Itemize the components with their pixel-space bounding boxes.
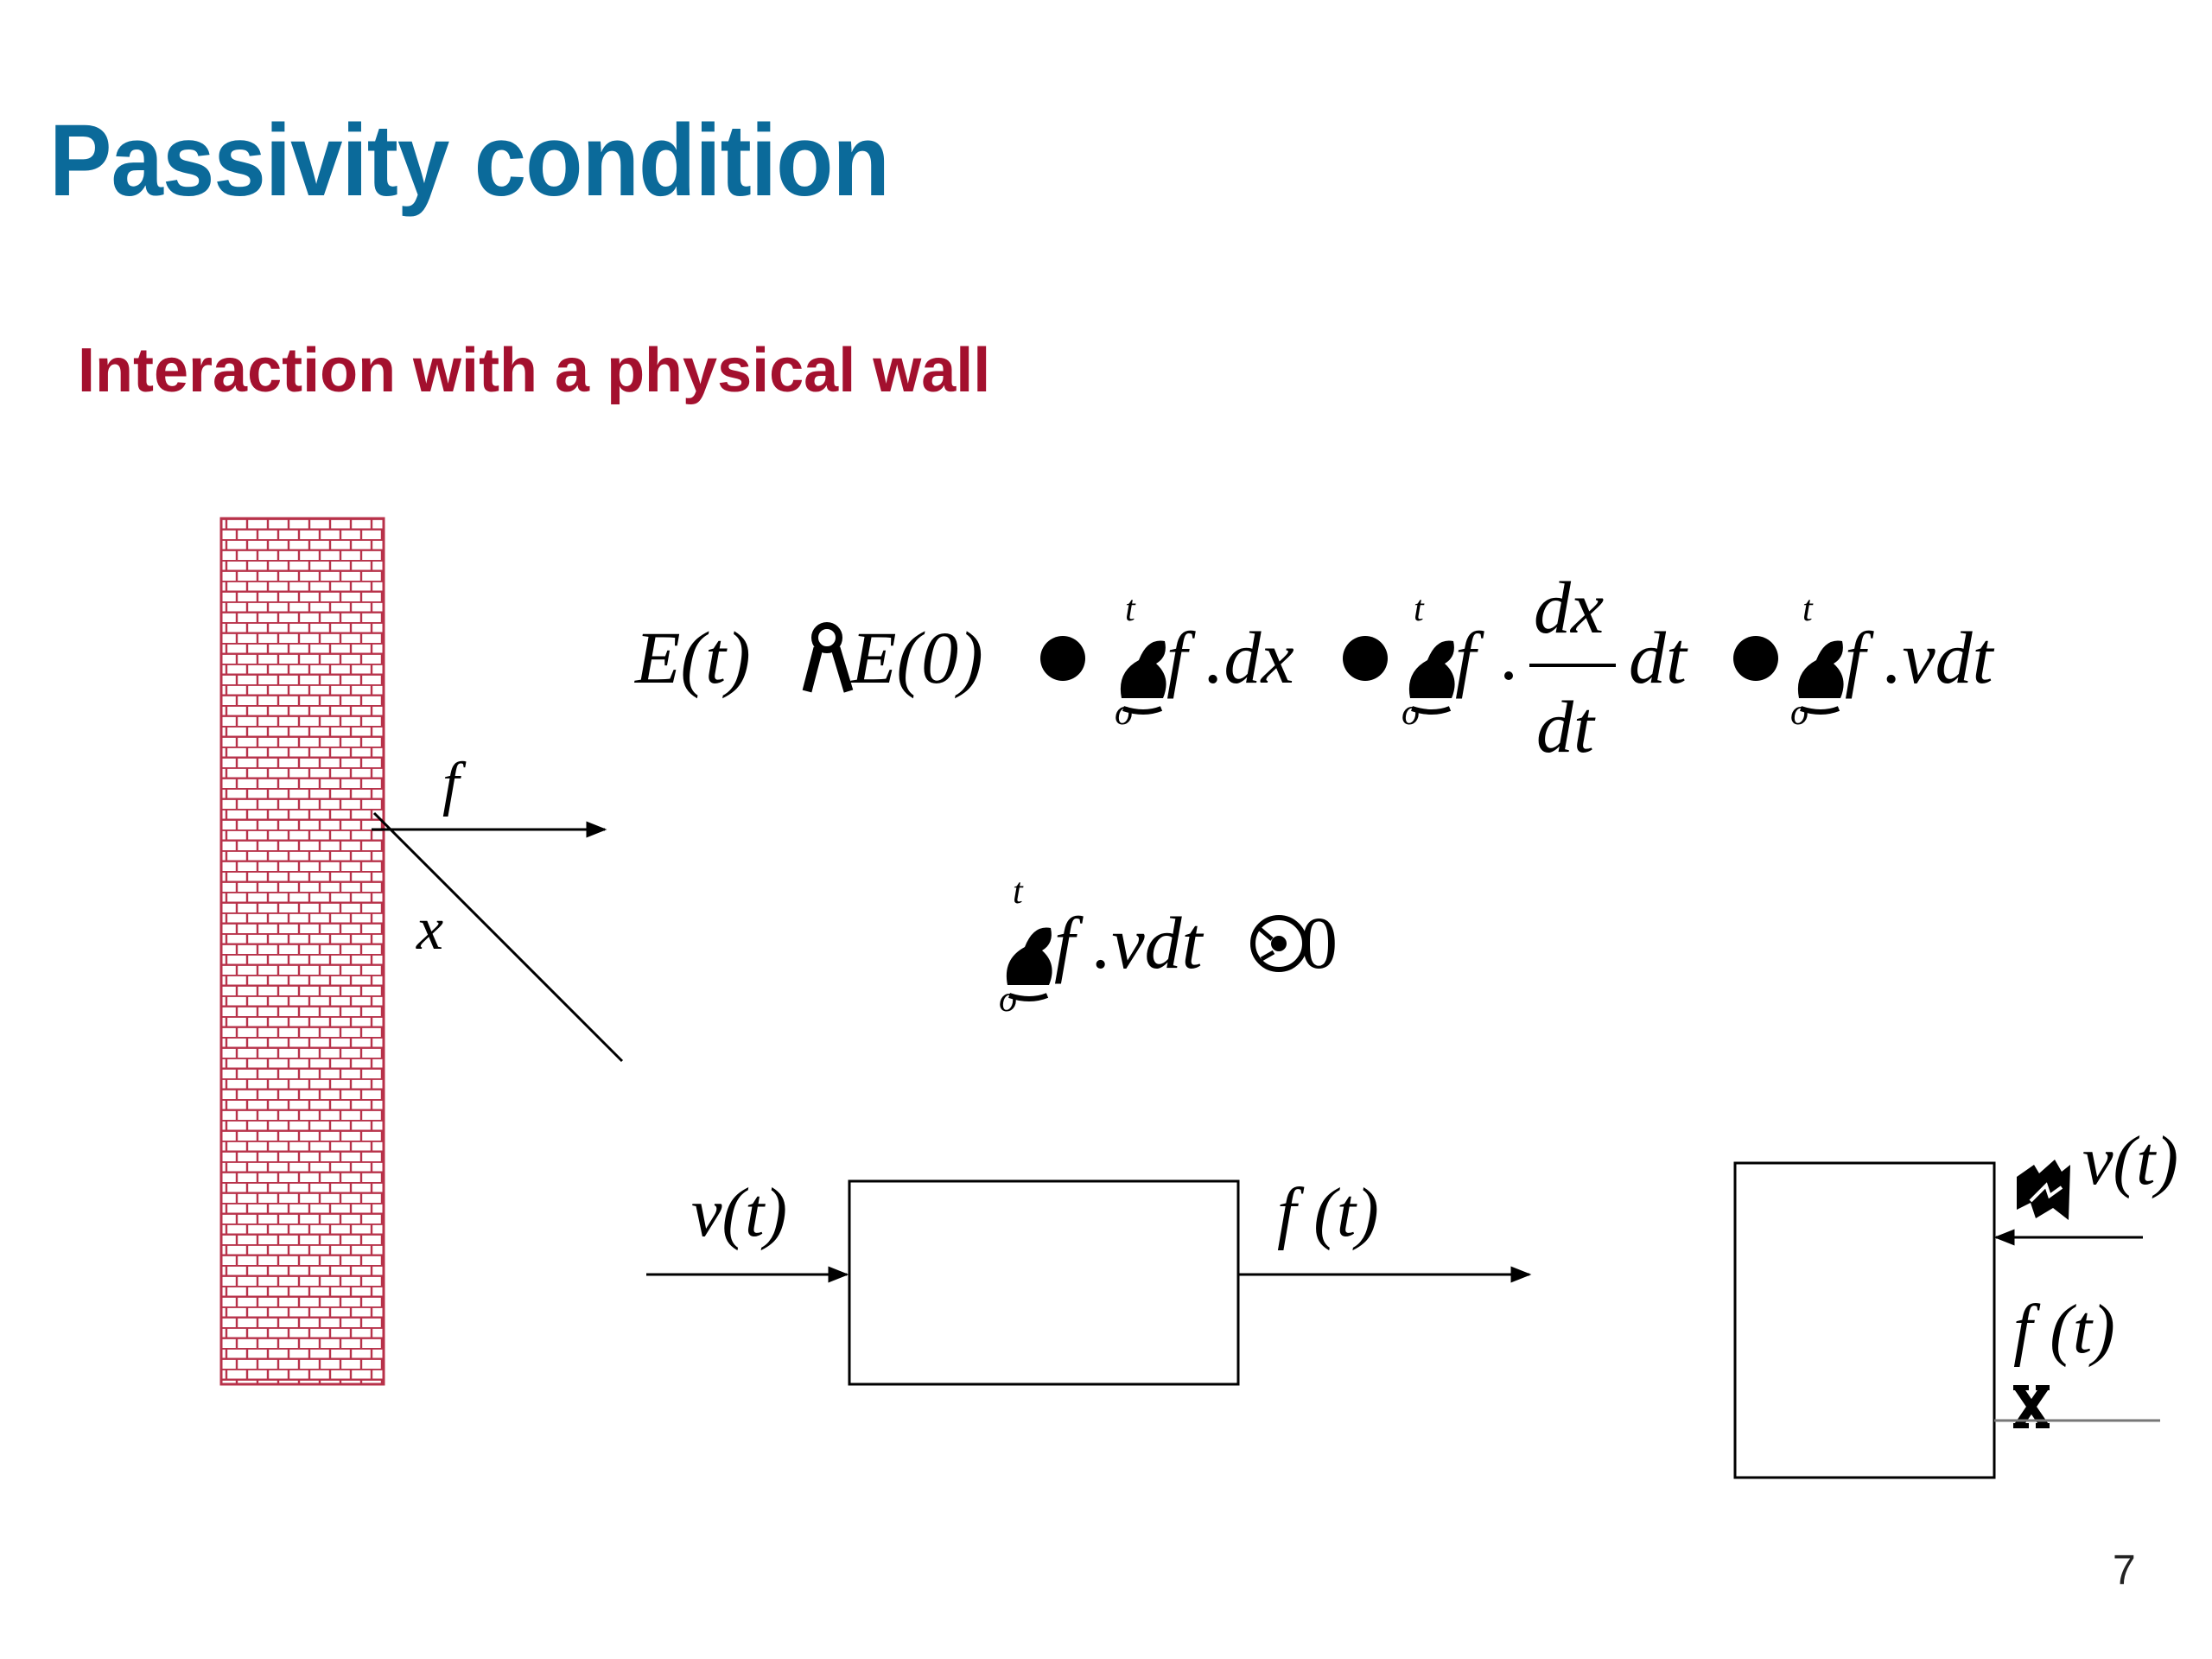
page-number: 7	[2113, 1548, 2136, 1593]
input-label: v(t)	[2082, 1123, 2178, 1199]
f-symbol: f	[1166, 616, 1196, 699]
system-block	[848, 1179, 1240, 1386]
fraction-denominator: dt	[1536, 685, 1596, 768]
eq-lhs: E(t)	[633, 616, 751, 699]
f-symbol: f	[1054, 901, 1084, 984]
lower-limit: o	[1402, 693, 1420, 733]
brick-wall	[219, 517, 385, 1386]
lower-limit: o	[1790, 693, 1808, 733]
ribbon-icon	[802, 622, 854, 693]
passivity-body: .vdt	[1093, 901, 1205, 984]
dot-operator	[1504, 671, 1513, 680]
right-block-diagram: v(t) f (t)	[1733, 1123, 2178, 1479]
input-label: v(t)	[691, 1175, 787, 1251]
eq-e0: E(0)	[849, 616, 983, 699]
passivity-rhs: 0	[1300, 901, 1338, 984]
disc-icon	[1250, 915, 1307, 972]
eq-term1: .dx	[1205, 616, 1294, 699]
lightning-icon	[2017, 1160, 2070, 1220]
lower-limit: o	[999, 980, 1017, 1020]
beam	[372, 811, 624, 1063]
output-label: f (t)	[2013, 1292, 2115, 1368]
fraction-numerator: dx	[1534, 566, 1604, 649]
displacement-label: x	[416, 896, 443, 963]
upper-limit: t	[1802, 589, 1814, 629]
upper-limit: t	[1125, 589, 1136, 629]
eq-term3: .vdt	[1884, 616, 1995, 699]
system-block	[1733, 1161, 1996, 1479]
upper-limit: t	[1013, 872, 1024, 912]
passivity-equation: t o f .vdt 0	[999, 872, 1338, 1020]
output-label: f (t)	[1277, 1175, 1379, 1251]
energy-equation: E(t) E(0) t o f .dx t o	[633, 566, 1995, 768]
lower-limit: o	[1115, 693, 1133, 733]
squirrel-icon	[1120, 640, 1166, 715]
f-symbol: f	[1845, 616, 1874, 699]
squirrel-icon	[1006, 927, 1052, 1001]
squirrel-icon	[1408, 640, 1455, 715]
slide-subtitle: Interaction with a physical wall	[78, 336, 991, 405]
left-block-diagram: v(t) f (t)	[646, 1175, 1532, 1386]
force-label: f	[442, 751, 467, 817]
slide-title: Passivity condition	[49, 104, 890, 218]
upper-limit: t	[1414, 589, 1425, 629]
bullet-icon	[1343, 636, 1388, 681]
bullet-icon	[1040, 636, 1085, 681]
bullet-icon	[1733, 636, 1778, 681]
squirrel-icon	[1797, 640, 1844, 715]
eq-term2-tail: dt	[1629, 616, 1688, 699]
f-symbol: f	[1455, 616, 1484, 699]
